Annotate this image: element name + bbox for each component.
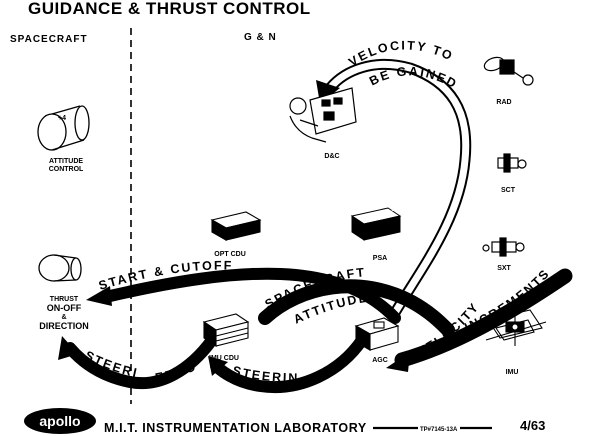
section-spacecraft: SPACECRAFT (10, 34, 88, 45)
band-start-cutoff (104, 267, 401, 324)
thrust-label-2: ON-OFF (47, 303, 82, 313)
agc-computer-icon (354, 317, 400, 351)
footer-date: 4/63 (520, 418, 545, 433)
rad-label: RAD (496, 99, 511, 106)
psa-icon (350, 205, 402, 241)
thrust-label-1: THRUST (50, 296, 79, 303)
agc-label: AGC (372, 357, 388, 364)
sct-label: SCT (501, 187, 516, 194)
psa-label: PSA (373, 255, 387, 262)
imu-label: IMU (506, 369, 519, 376)
attitude-control-label-2: CONTROL (49, 166, 84, 173)
dsc-console-icon (289, 87, 357, 143)
flow-bands (64, 59, 573, 393)
rad-antenna-icon (483, 56, 534, 86)
attitude-control-label-1: ATTITUDE (49, 158, 83, 165)
thrust-label-3: & (61, 314, 66, 321)
doc-id: TP#7145-13A (420, 427, 458, 433)
band-labels: VELOCITY TO BE GAINED START & CUTOFF SPA… (0, 0, 551, 390)
svg-text:apollo: apollo (39, 413, 80, 429)
imu-gimbal-icon (485, 300, 547, 346)
band-steering-angles (210, 334, 368, 393)
arrowhead-steering-angles (208, 356, 228, 376)
dsc-label: D&C (324, 153, 339, 160)
diagram-title: GUIDANCE & THRUST CONTROL (28, 0, 311, 18)
arrowhead-to-thrust (86, 286, 112, 306)
label-steering-angles-b: ANGLES (0, 0, 353, 390)
band-steering-error (64, 334, 218, 390)
thrust-label-4: DIRECTION (39, 321, 89, 331)
imu-cdu-label: IMU CDU (209, 355, 239, 362)
apollo-logo: apollo (24, 408, 96, 434)
attitude-control-icon (37, 105, 90, 151)
band-spacecraft-attitude (258, 279, 455, 337)
label-steering-error-b: ERROR (0, 0, 199, 385)
sct-telescope-icon (497, 153, 527, 173)
band-velocity-increments (394, 268, 573, 368)
thrust-engine-icon (38, 254, 82, 282)
opt-cdu-label: OPT CDU (214, 251, 246, 258)
lab-name: M.I.T. INSTRUMENTATION LABORATORY (104, 421, 367, 435)
opt-cdu-icon (210, 211, 262, 241)
arrowhead-steering-error (58, 336, 78, 360)
flow-arrowheads (58, 80, 410, 376)
attitude-control-number: +4 (58, 115, 66, 122)
sxt-label: SXT (497, 265, 511, 272)
imu-cdu-icon (202, 313, 250, 348)
section-gn: G & N (244, 32, 277, 43)
sxt-sextant-icon (482, 237, 525, 257)
arrowhead-to-agc (386, 352, 410, 372)
